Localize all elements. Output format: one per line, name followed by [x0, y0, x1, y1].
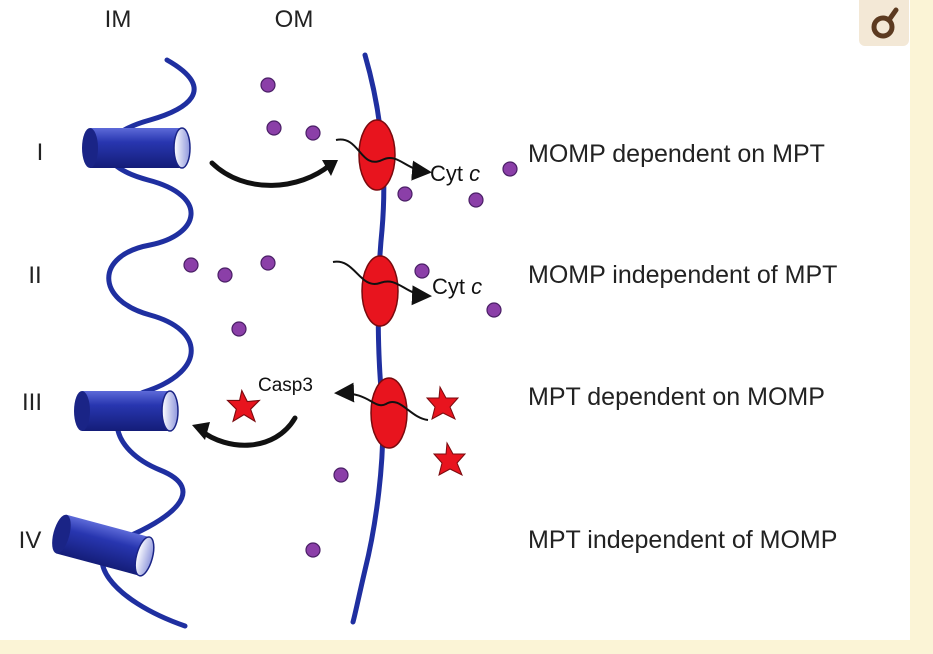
cyt-c-dot [414, 263, 430, 279]
row-description-3: MPT dependent on MOMP [528, 383, 825, 411]
cyt-c-dot [468, 192, 484, 208]
im-channel-row1 [82, 127, 191, 169]
row-numeral-2: II [28, 262, 41, 289]
om-pore-row1 [358, 119, 396, 191]
mitochondria-diagram: IM OM I II III IV Cyt c Cyt c Casp3 MOMP… [19, 6, 837, 629]
cyt-c-dot [502, 161, 518, 177]
cyt-c-label-row1: Cyt c [430, 161, 480, 186]
row-numeral-3: III [22, 389, 42, 416]
row-description-4: MPT independent of MOMP [528, 526, 837, 554]
im-channel-row3 [74, 390, 179, 432]
label-im: IM [105, 6, 132, 33]
casp3-star-inner [226, 388, 261, 423]
casp3-star-outer-2 [432, 441, 467, 477]
cyt-c-dot [260, 77, 276, 93]
cyt-c-dot [266, 120, 282, 136]
cyt-c-dot [260, 255, 276, 271]
im-channel-row4 [52, 514, 155, 577]
row-description-2: MOMP independent of MPT [528, 261, 837, 289]
cyt-release-arrow-row2 [332, 260, 432, 306]
curved-arrow-row3 [197, 415, 298, 448]
row-numeral-4: IV [19, 527, 42, 554]
corner-button[interactable] [859, 0, 909, 46]
om-pore-row2 [361, 255, 399, 327]
cyt-c-dot [305, 125, 321, 141]
cyt-c-dot [217, 267, 233, 283]
cyt-c-label-row2: Cyt c [432, 274, 482, 299]
cyt-c-dot [397, 186, 413, 202]
casp3-label: Casp3 [258, 375, 313, 396]
curved-arrow-row1 [209, 160, 333, 188]
row-numeral-1: I [37, 139, 44, 166]
cyt-release-arrow-row1 [335, 138, 432, 181]
cyt-c-dot [333, 467, 349, 483]
row-description-1: MOMP dependent on MPT [528, 140, 825, 168]
cyt-c-dot [486, 302, 502, 318]
cyt-c-dot [183, 257, 199, 273]
figure-panel [0, 0, 910, 640]
cyt-c-dot [231, 321, 247, 337]
label-om: OM [275, 6, 314, 33]
cyt-c-dot [305, 542, 321, 558]
casp3-entry-arrow [334, 382, 429, 421]
cyt-c-molecules [183, 77, 518, 558]
om-pore-row3 [370, 377, 408, 449]
pin-zoom-icon [871, 7, 899, 39]
casp3-star-outer-1 [425, 385, 460, 421]
